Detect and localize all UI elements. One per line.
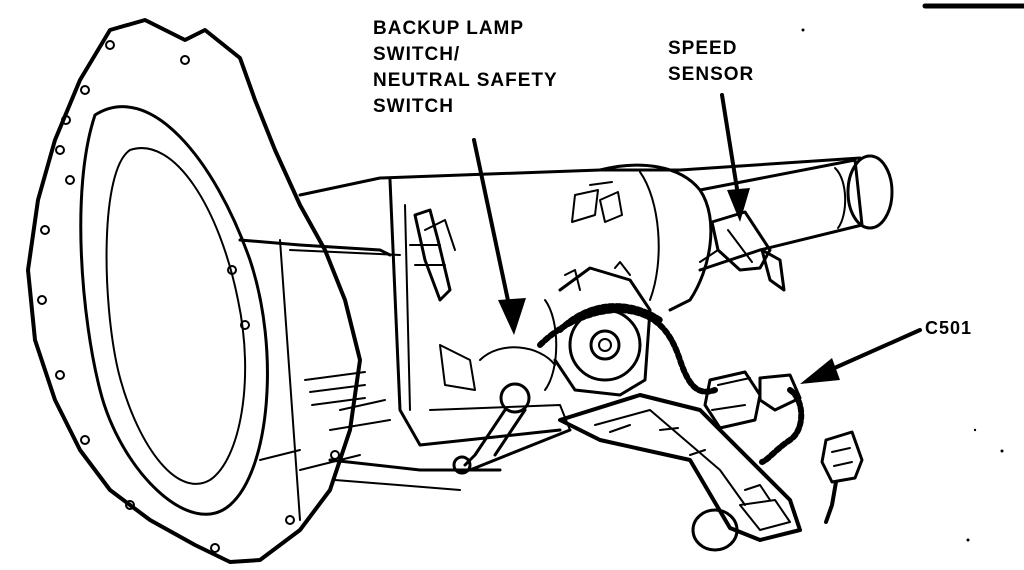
switch-arrowhead [498, 298, 526, 335]
shift-bracket [409, 208, 456, 302]
leader-arrows [472, 93, 922, 384]
neutral-safety-switch [439, 261, 652, 397]
label-line: C501 [925, 318, 973, 338]
backup-lamp-switch-label: BACKUP LAMP SWITCH/ NEUTRAL SAFETY SWITC… [373, 16, 558, 120]
label-line: NEUTRAL SAFETY [373, 70, 558, 91]
label-line: SWITCH/ [373, 44, 461, 65]
speed-sensor-label: SPEED SENSOR [668, 36, 754, 88]
label-line: SENSOR [668, 64, 755, 85]
label-line: SPEED [668, 38, 738, 59]
c501-label: C501 [925, 315, 972, 341]
switch-arrow [472, 138, 512, 312]
speed-sensor-unit [699, 210, 786, 292]
label-line: BACKUP LAMP [373, 18, 525, 39]
label-line: SWITCH [373, 96, 454, 117]
c501-arrow [828, 328, 922, 372]
speed-sensor-arrowhead [727, 188, 750, 222]
shift-linkage [452, 382, 572, 475]
print-specks [801, 28, 1004, 542]
crossmember-arm [558, 393, 802, 552]
wiring-harness [537, 303, 805, 465]
extension-housing [571, 154, 894, 312]
loose-connector [820, 430, 864, 524]
speed-sensor-arrow [720, 93, 740, 197]
transmission-case [238, 156, 862, 521]
bell-housing [26, 18, 362, 564]
c501-arrowhead [800, 358, 840, 384]
c501-connector [703, 370, 802, 430]
